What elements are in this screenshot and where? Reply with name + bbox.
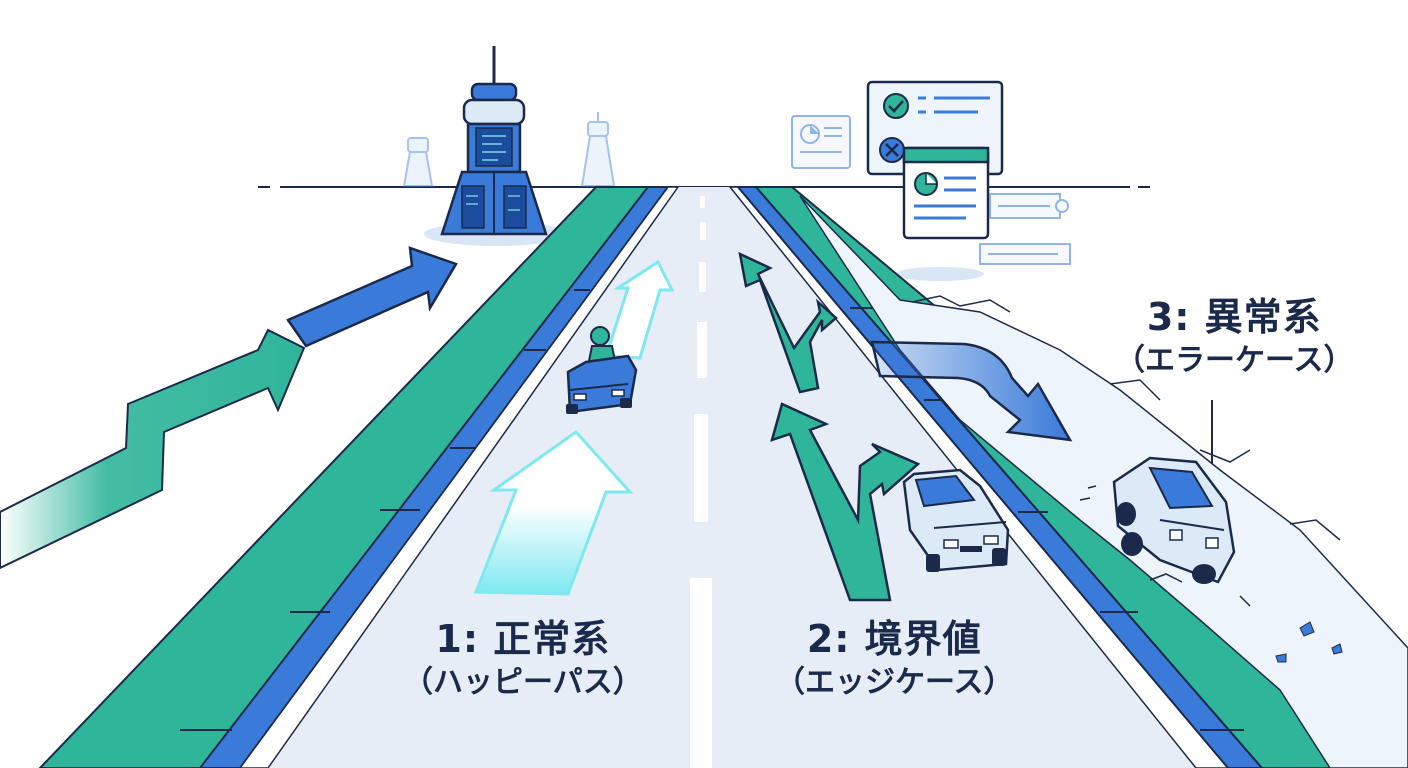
control-tower-icon [424, 46, 568, 246]
happy-path-arrow-icon [473, 259, 675, 596]
road [38, 186, 1408, 768]
report-icon [791, 115, 851, 169]
edge-case-arrows [738, 251, 921, 602]
suv-icon [902, 468, 1010, 572]
error-case-subtitle: （エラーケース） [1115, 342, 1354, 378]
form-panel-icon [979, 193, 1071, 265]
car-icon [566, 326, 638, 414]
distant-tower-left-icon [402, 137, 434, 187]
edge-case-title: 2: 境界値 [806, 617, 982, 661]
error-case-arrow [870, 340, 1073, 442]
progress-arrow-left [0, 246, 458, 570]
happy-path-title: 1: 正常系 [435, 617, 611, 661]
label-edge-case: 2: 境界値 （エッジケース） [775, 617, 1014, 700]
jeep-icon [1112, 456, 1236, 584]
offroad-terrain [799, 195, 1408, 768]
chart-icon [902, 146, 990, 240]
edge-case-subtitle: （エッジケース） [775, 664, 1014, 700]
error-case-title: 3: 異常系 [1146, 295, 1322, 339]
label-happy-path: 1: 正常系 （ハッピーパス） [403, 617, 643, 700]
label-error-case: 3: 異常系 （エラーケース） [1115, 295, 1354, 378]
happy-path-subtitle: （ハッピーパス） [403, 664, 643, 700]
distant-tower-right-icon [580, 112, 616, 187]
